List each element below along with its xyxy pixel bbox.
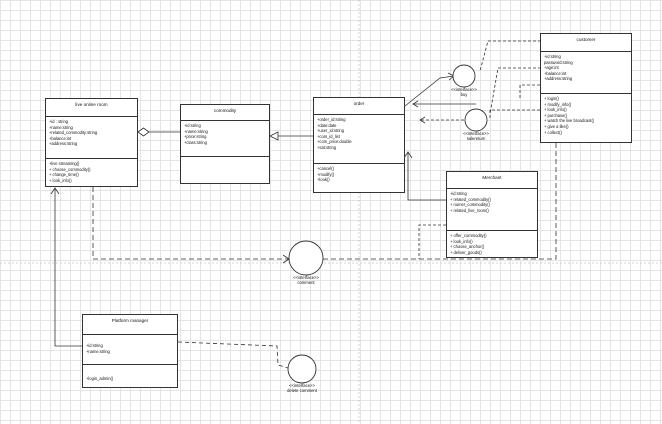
attribute: + related_live_room() — [450, 207, 489, 213]
class-methods: + offer_commodity() + look_info() + choo… — [447, 231, 537, 257]
delete-comment-interface-circle — [287, 354, 317, 384]
attribute: +related_commodity:string — [49, 130, 98, 136]
merchant-order-arrow — [403, 151, 446, 201]
class-methods: +cancel() +modify() +look() — [314, 164, 404, 185]
method: +modify() — [317, 171, 335, 177]
customer-buy-link — [479, 40, 541, 72]
salereturn-interface-circle — [464, 108, 488, 132]
class-title: customer — [541, 34, 631, 52]
class-attributes: +order_id:string +date:date +user_id:str… — [314, 115, 404, 164]
method: + choose_anchor() — [450, 244, 485, 250]
method: +login_admin() — [86, 376, 114, 381]
interface-name: buy — [460, 91, 468, 97]
class-title: order — [314, 98, 404, 115]
class-customer[interactable]: customer +id:string password:string +age… — [540, 33, 632, 143]
interface-stereotype: <<interface>> — [293, 275, 319, 280]
attribute: password:string — [544, 59, 573, 65]
attribute: +user_id:string — [317, 128, 344, 134]
interface-salereturn-label: <<interface>> salereturn — [463, 131, 489, 142]
class-title: commodity — [181, 105, 269, 121]
attribute: +date:date — [317, 122, 337, 128]
attribute: +class:string — [184, 139, 207, 145]
interface-name: comment — [297, 279, 315, 285]
method: + modify_info() — [544, 101, 572, 107]
method: +live streaming() — [49, 161, 80, 166]
comment-interface-circle — [288, 240, 324, 276]
class-order[interactable]: order +order_id:string +date:date +user_… — [313, 97, 405, 193]
class-methods — [181, 157, 269, 161]
attribute: +id:string — [544, 54, 561, 59]
interface-stereotype: <<interface>> — [451, 87, 477, 92]
method: +cancel() — [317, 166, 334, 171]
attribute: +balance:int — [544, 70, 567, 76]
method: + watch the live broadcast() — [544, 118, 595, 124]
customer-order-arrow-mid — [419, 109, 540, 124]
method: + collect() — [544, 129, 562, 135]
class-title: Merchant — [447, 172, 537, 189]
attribute: +id:string — [450, 191, 467, 196]
attribute: +id : string — [49, 119, 68, 124]
interface-comment-label: <<interface>> comment — [293, 275, 319, 286]
attribute: +age:int — [544, 65, 559, 71]
class-methods: +login_admin() — [83, 365, 177, 384]
interface-delete-comment-label: <<interface>> delete comment — [287, 383, 317, 394]
attribute: +name:string — [86, 348, 110, 354]
class-methods: + login() + modify_info() + look_info() … — [541, 94, 631, 137]
class-title: Platform manager — [83, 315, 177, 335]
class-attributes: +id:string password:string +age:int +bal… — [541, 52, 631, 94]
attribute: +id:string — [86, 343, 103, 348]
class-live-online-room[interactable]: live online room +id : string +name:stri… — [45, 98, 138, 187]
merchant-comment-link — [418, 224, 446, 259]
interface-stereotype: <<interface>> — [463, 131, 489, 136]
attribute: +order_id:string — [317, 117, 346, 122]
live-room-comment-link — [92, 187, 289, 260]
method: + choose_commodity() — [49, 166, 91, 172]
method: + give a like() — [544, 123, 569, 129]
class-title: live online room — [46, 99, 137, 117]
attribute: +com_price:double — [317, 139, 352, 145]
class-attributes: +id:string +name:string +price:string +c… — [181, 121, 269, 157]
order-buy-arrow — [404, 72, 455, 107]
class-attributes: +id:string +name:string — [83, 335, 177, 365]
class-methods: +live streaming() + choose_commodity() +… — [46, 159, 137, 185]
method: + login() — [544, 96, 559, 101]
attribute: +address:string — [49, 141, 78, 147]
attribute: +address:string — [544, 76, 573, 82]
method: + offer_commodity() — [450, 233, 487, 238]
attribute: +price:string — [184, 134, 207, 140]
interface-name: delete comment — [287, 387, 317, 393]
manager-delete-comment-link — [177, 341, 289, 369]
buy-interface-circle — [452, 64, 476, 88]
interface-name: salereturn — [466, 135, 486, 141]
class-platform-manager[interactable]: Platform manager +id:string +name:string… — [82, 314, 178, 388]
method: + look_info() — [450, 238, 473, 244]
customer-order-arrow-top — [412, 84, 540, 108]
attribute: +id:string — [184, 123, 201, 128]
manager-live-room-arrow — [50, 187, 82, 347]
method: + purchase() — [544, 112, 568, 118]
class-attributes: +id : string +name:string +related_commo… — [46, 117, 137, 159]
interface-buy-label: <<interface>> buy — [451, 87, 477, 98]
method: +look() — [317, 177, 330, 183]
method: + deliver_goods() — [450, 249, 482, 255]
class-commodity[interactable]: commodity +id:string +name:string +price… — [180, 104, 270, 184]
aggregation-live-room-commodity — [137, 127, 180, 137]
class-merchant[interactable]: Merchant +id:string + related_commodity(… — [446, 171, 538, 258]
attribute: +sat:string — [317, 144, 336, 150]
method: + look_info() — [544, 107, 567, 113]
association-order-commodity — [269, 131, 314, 141]
attribute: + numer_commodity() — [450, 202, 490, 208]
attribute: +com_id_list — [317, 133, 340, 139]
interface-stereotype: <<interface>> — [289, 383, 315, 388]
attribute: +name:string — [49, 124, 73, 130]
customer-salereturn-link — [489, 67, 541, 115]
class-attributes: +id:string + related_commodity() + numer… — [447, 189, 537, 231]
attribute: +balance:int — [49, 135, 72, 141]
attribute: +name:string — [184, 128, 208, 134]
attribute: + related_commodity() — [450, 196, 491, 202]
customer-comment-link — [323, 143, 557, 260]
method: + look_info() — [49, 177, 72, 183]
method: + change_time() — [49, 172, 79, 178]
